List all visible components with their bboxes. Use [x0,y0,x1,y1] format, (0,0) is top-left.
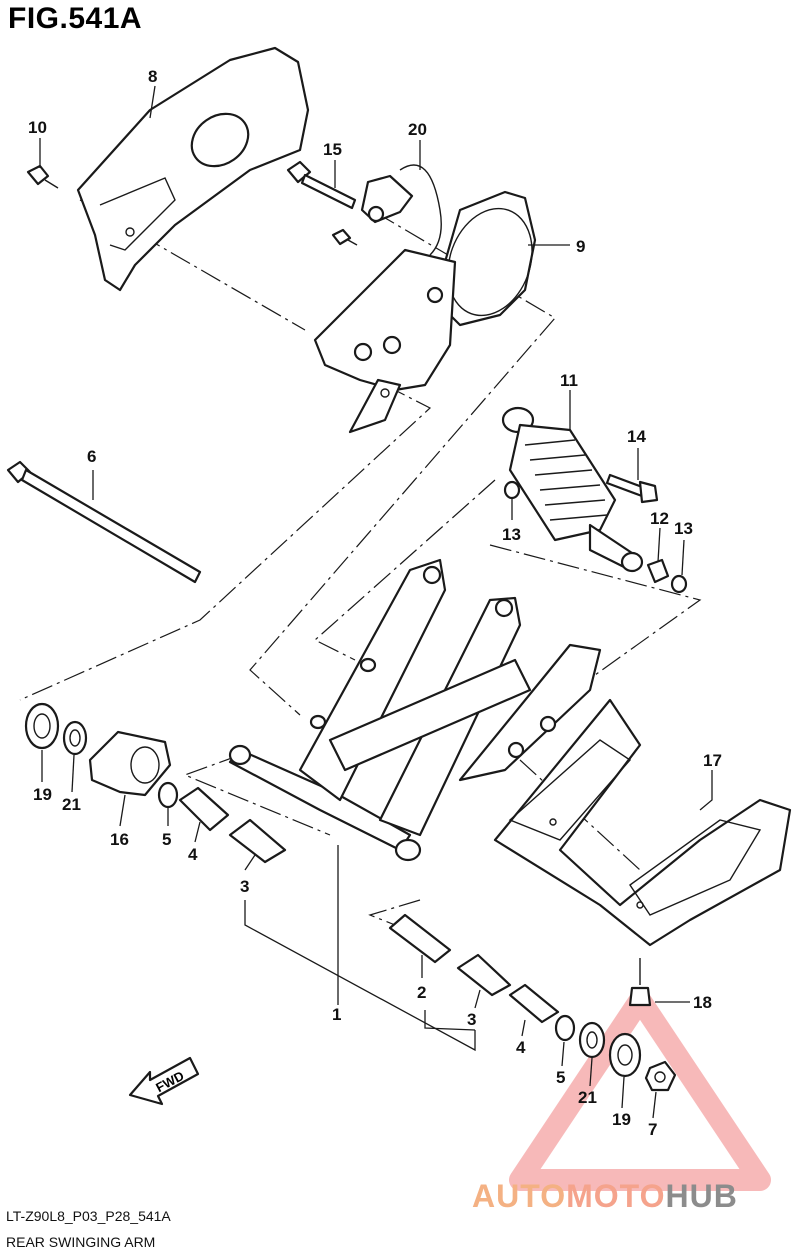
part-chain-case-bracket [313,248,457,434]
callout-5-right: 5 [556,1068,565,1087]
callout-10: 10 [28,118,47,137]
callout-13-b: 13 [674,519,693,538]
watermark-hub: HUB [665,1178,738,1214]
watermark-triangle [509,989,771,1191]
part-11-shock-absorber [501,406,644,573]
callout-2: 2 [417,983,426,1002]
callout-18: 18 [693,993,712,1012]
callout-8: 8 [148,67,157,86]
part-21-washer-left [62,720,88,756]
part-14-bolt [605,473,659,504]
leader-lines [39,85,713,1119]
part-8-chain-cover [76,46,310,292]
watermark-auto: AUTO [472,1178,567,1214]
part-7-nut [644,1060,677,1092]
part-20-chain-guide [360,164,442,256]
fwd-arrow-icon: FWD [128,1056,200,1106]
callout-3-left: 3 [240,877,249,896]
part-19-seal-left [24,702,60,750]
part-5-collar-right [554,1014,576,1042]
callout-3-right: 3 [467,1010,476,1029]
callout-9: 9 [576,237,585,256]
callout-17: 17 [703,751,722,770]
part-16-boot [88,730,172,797]
callout-1: 1 [332,1005,341,1024]
fwd-label: FWD [153,1068,186,1095]
part-2-spacer [388,913,452,964]
callouts: 8 10 15 20 9 11 14 13 12 13 6 19 21 16 5… [28,67,722,1139]
part-19-seal-right [608,1032,642,1078]
figure-title: FIG.541A [8,2,143,35]
part-21-washer-right [578,1021,606,1059]
part-10-bolt [26,164,59,189]
part-12-bushing [646,558,670,584]
callout-4-right: 4 [516,1038,526,1057]
diagram-code: LT-Z90L8_P03_P28_541A [6,1208,171,1224]
callout-15: 15 [323,140,342,159]
callout-20: 20 [408,120,427,139]
part-small-bolt [331,228,358,246]
callout-6: 6 [87,447,96,466]
callout-12: 12 [650,509,669,528]
callout-14: 14 [627,427,646,446]
callout-4-left: 4 [188,845,198,864]
part-3-bushing-right [456,953,512,997]
part-6-pivot-shaft [6,460,202,584]
part-4-bearing-right [508,983,560,1024]
part-13-washer-b [670,574,688,594]
part-3-bushing-left [228,818,287,864]
part-13-washer-a [503,480,521,500]
part-4-bearing-left [178,786,230,832]
part-5-collar-left [157,781,179,809]
callout-21-left: 21 [62,795,81,814]
callout-19-left: 19 [33,785,52,804]
callout-19-right: 19 [612,1110,631,1129]
part-1-swing-arm [228,558,602,862]
callout-13-a: 13 [502,525,521,544]
part-18-bolt [628,958,652,1007]
diagram-name: REAR SWINGING ARM [6,1234,156,1250]
watermark-moto: MOTO [566,1178,666,1214]
watermark-logo: AUTOMOTOHUB [472,1178,738,1215]
callout-11: 11 [560,371,578,390]
callout-16: 16 [110,830,129,849]
callout-5-left: 5 [162,830,171,849]
part-15-bolt [286,160,357,210]
callout-21-right: 21 [578,1088,597,1107]
callout-7: 7 [648,1120,657,1139]
part-17-skid-plate [493,698,792,947]
